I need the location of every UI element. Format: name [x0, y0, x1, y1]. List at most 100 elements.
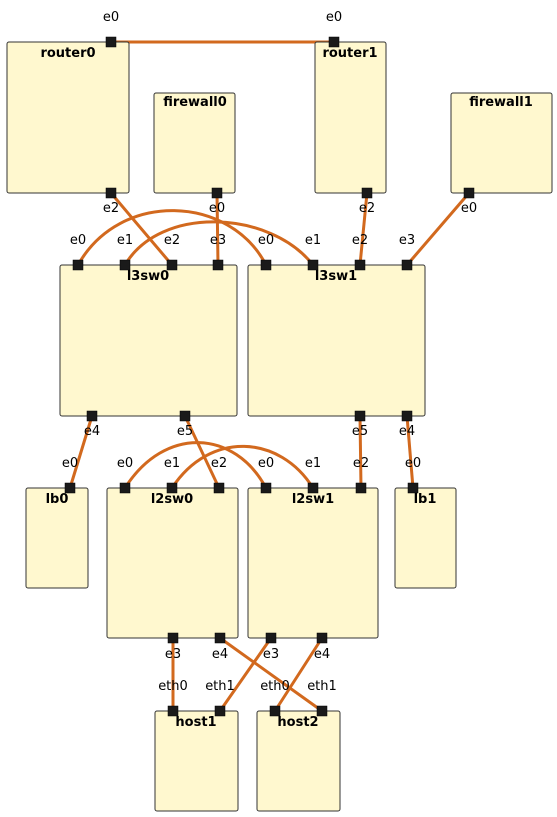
l3sw0-label: l3sw0: [127, 269, 169, 284]
l3sw1-port-e5-label: e5: [352, 424, 368, 439]
l2sw0-port-e3[interactable]: [167, 632, 179, 644]
node-lb0[interactable]: lb0 e0: [25, 456, 89, 589]
link-l3sw0-lb0[interactable]: [68, 414, 94, 490]
link-firewall0-l3sw0[interactable]: [215, 191, 220, 267]
node-l3sw1[interactable]: l3sw1 e0 e1 e2 e3 e5 e4: [247, 233, 426, 439]
link-l3sw0-l2sw0[interactable]: [183, 414, 221, 490]
router0-port-e2[interactable]: [105, 187, 117, 199]
nodes-layer: router0 e0 e2 router1 e0 e2 firewall0 e0…: [6, 10, 553, 812]
link-router1-l3sw1[interactable]: [358, 191, 369, 267]
l3sw1-port-e3-label: e3: [399, 233, 415, 248]
host1-port-eth0[interactable]: [167, 705, 179, 717]
host2-label: host2: [277, 715, 318, 730]
l3sw1-port-e0-label: e0: [258, 233, 274, 248]
host1-port-eth1[interactable]: [214, 705, 226, 717]
l3sw1-port-e2[interactable]: [354, 259, 366, 271]
l3sw0-port-e3[interactable]: [212, 259, 224, 271]
firewall0-port-e0[interactable]: [211, 187, 223, 199]
link-l2sw1-host2[interactable]: [273, 636, 324, 713]
firewall1-box[interactable]: [450, 92, 553, 194]
l3sw1-box[interactable]: [247, 264, 426, 417]
l2sw1-port-e3[interactable]: [265, 632, 277, 644]
l3sw1-port-e3[interactable]: [401, 259, 413, 271]
l2sw0-port-e1[interactable]: [166, 482, 178, 494]
link-l2sw1-host1[interactable]: [218, 636, 273, 713]
lb1-port-e0[interactable]: [407, 482, 419, 494]
node-l2sw1[interactable]: l2sw1 e0 e1 e2 e3 e4: [247, 456, 379, 662]
node-l3sw0[interactable]: l3sw0 e0 e1 e2 e3 e4 e5: [59, 233, 238, 439]
router0-port-e0[interactable]: [105, 36, 117, 48]
l3sw0-box[interactable]: [59, 264, 238, 417]
l3sw1-port-e0[interactable]: [260, 259, 272, 271]
node-host2[interactable]: host2 eth0 eth1: [256, 679, 341, 812]
host2-port-eth1[interactable]: [316, 705, 328, 717]
link-l2sw0-l2sw1-e1[interactable]: [170, 444, 315, 490]
link-l3sw1-lb1[interactable]: [405, 414, 415, 490]
l2sw1-port-e1[interactable]: [307, 482, 319, 494]
router0-port-e0-label: e0: [103, 10, 119, 25]
link-router0-l3sw0[interactable]: [109, 191, 174, 267]
l3sw1-port-e4[interactable]: [401, 410, 413, 422]
l3sw0-port-e2-label: e2: [164, 233, 180, 248]
firewall0-port-e0-label: e0: [209, 201, 225, 216]
l3sw0-port-e2[interactable]: [166, 259, 178, 271]
node-router0[interactable]: router0 e0 e2: [6, 10, 130, 216]
host1-box[interactable]: [154, 710, 239, 812]
node-firewall1[interactable]: firewall1 e0: [450, 92, 553, 216]
node-lb1[interactable]: lb1 e0: [394, 456, 457, 589]
l3sw1-label: l3sw1: [315, 269, 357, 284]
link-l2sw0-host2[interactable]: [218, 636, 324, 713]
node-host1[interactable]: host1 eth0 eth1: [154, 679, 239, 812]
l2sw0-port-e4[interactable]: [214, 632, 226, 644]
host2-box[interactable]: [256, 710, 341, 812]
l3sw0-port-e0[interactable]: [72, 259, 84, 271]
l2sw0-port-e0[interactable]: [119, 482, 131, 494]
l2sw0-label: l2sw0: [151, 492, 193, 507]
l2sw1-port-e4[interactable]: [316, 632, 328, 644]
firewall0-label: firewall0: [163, 95, 227, 110]
router1-label: router1: [322, 46, 377, 61]
l2sw0-box[interactable]: [106, 487, 239, 639]
firewall1-port-e0[interactable]: [463, 187, 475, 199]
l2sw0-port-e2[interactable]: [213, 482, 225, 494]
link-l2sw0-l2sw1-e0[interactable]: [123, 441, 268, 490]
host2-port-eth0[interactable]: [269, 705, 281, 717]
host2-port-eth1-label: eth1: [307, 679, 337, 694]
l3sw0-port-e5[interactable]: [179, 410, 191, 422]
node-router1[interactable]: router1 e0 e2: [314, 10, 387, 216]
l3sw1-port-e5[interactable]: [354, 410, 366, 422]
lb0-port-e0[interactable]: [64, 482, 76, 494]
host1-port-eth1-label: eth1: [205, 679, 235, 694]
lb1-box[interactable]: [394, 487, 457, 589]
links-layer: [68, 40, 471, 713]
router1-box[interactable]: [314, 41, 387, 194]
l2sw1-box[interactable]: [247, 487, 379, 639]
l2sw1-port-e2[interactable]: [355, 482, 367, 494]
l2sw0-port-e0-label: e0: [117, 456, 133, 471]
lb0-box[interactable]: [25, 487, 89, 589]
router1-port-e0-label: e0: [326, 10, 342, 25]
link-l3sw1-l2sw1[interactable]: [358, 414, 363, 490]
l2sw0-port-e1-label: e1: [164, 456, 180, 471]
l3sw0-port-e4[interactable]: [86, 410, 98, 422]
router0-label: router0: [40, 46, 95, 61]
router1-port-e0[interactable]: [328, 36, 340, 48]
router0-box[interactable]: [6, 41, 130, 194]
link-l3sw0-l3sw1-e1[interactable]: [123, 220, 315, 267]
l2sw1-port-e0-label: e0: [258, 456, 274, 471]
node-l2sw0[interactable]: l2sw0 e0 e1 e2 e3 e4: [106, 456, 239, 662]
link-firewall1-l3sw1[interactable]: [405, 191, 471, 267]
l2sw1-port-e2-label: e2: [353, 456, 369, 471]
host1-label: host1: [175, 715, 216, 730]
l2sw1-port-e1-label: e1: [305, 456, 321, 471]
l3sw0-port-e1-label: e1: [117, 233, 133, 248]
firewall0-box[interactable]: [153, 92, 236, 194]
link-l3sw0-l3sw1-e0[interactable]: [76, 209, 268, 267]
l3sw0-port-e1[interactable]: [119, 259, 131, 271]
node-firewall0[interactable]: firewall0 e0: [153, 92, 236, 216]
l3sw1-port-e1[interactable]: [307, 259, 319, 271]
host1-port-eth0-label: eth0: [158, 679, 188, 694]
router1-port-e2[interactable]: [361, 187, 373, 199]
l2sw0-port-e4-label: e4: [212, 647, 228, 662]
l2sw1-port-e0[interactable]: [260, 482, 272, 494]
